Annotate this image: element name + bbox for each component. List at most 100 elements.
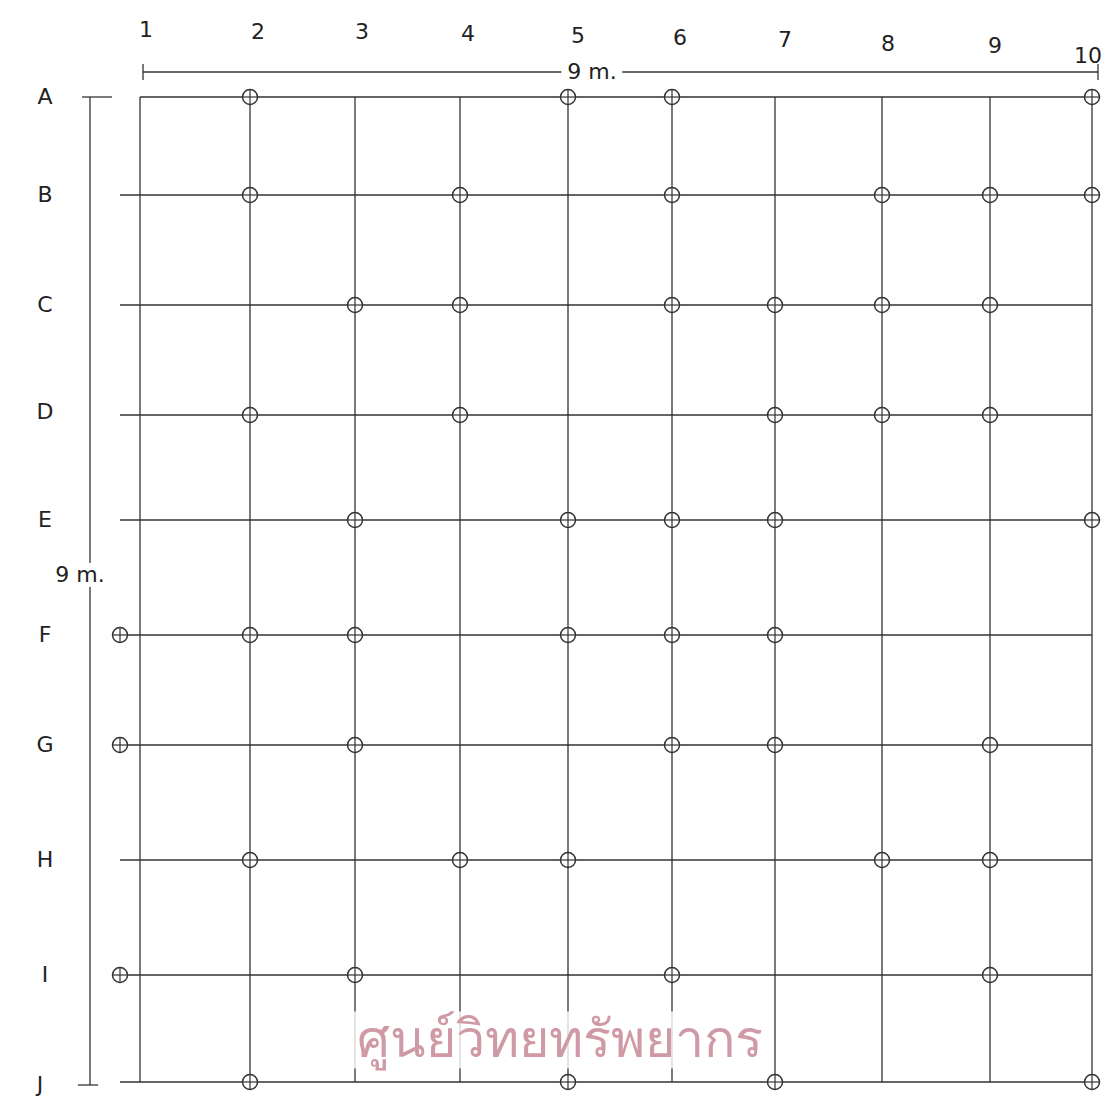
tree-marker xyxy=(983,853,998,868)
tree-marker xyxy=(453,408,468,423)
tree-marker xyxy=(243,853,258,868)
tree-marker xyxy=(875,188,890,203)
tree-marker xyxy=(561,853,576,868)
tree-marker xyxy=(665,188,680,203)
tree-marker xyxy=(561,513,576,528)
row-letter: J xyxy=(37,1073,44,1097)
tree-marker xyxy=(348,628,363,643)
tree-marker xyxy=(1085,513,1100,528)
tree-marker xyxy=(875,853,890,868)
grid-line xyxy=(774,97,775,1082)
tree-marker xyxy=(348,513,363,528)
grid-line xyxy=(120,634,1092,635)
grid-line xyxy=(459,97,460,1082)
tree-marker xyxy=(665,513,680,528)
tree-marker xyxy=(983,408,998,423)
row-letter: H xyxy=(37,848,54,872)
tree-marker xyxy=(665,738,680,753)
row-letter: A xyxy=(37,85,52,109)
grid-line xyxy=(120,194,1092,195)
tree-marker xyxy=(243,1075,258,1090)
tree-marker xyxy=(983,968,998,983)
tree-marker xyxy=(243,90,258,105)
row-letter: I xyxy=(42,963,49,987)
tree-marker xyxy=(983,188,998,203)
tree-marker xyxy=(243,188,258,203)
tree-marker xyxy=(453,298,468,313)
column-number: 3 xyxy=(355,20,369,44)
dimension-label: 9 m. xyxy=(49,563,110,587)
row-letter: B xyxy=(37,183,52,207)
tree-marker xyxy=(243,628,258,643)
tree-marker xyxy=(983,738,998,753)
tree-marker xyxy=(768,1075,783,1090)
tree-marker xyxy=(1085,90,1100,105)
column-number: 7 xyxy=(778,28,792,52)
tree-marker xyxy=(113,968,128,983)
tree-marker xyxy=(113,628,128,643)
grid-line xyxy=(120,859,1092,860)
tree-marker xyxy=(348,738,363,753)
grid-line xyxy=(567,97,568,1082)
row-letter: F xyxy=(39,623,52,647)
tree-marker xyxy=(561,1075,576,1090)
tree-marker xyxy=(665,298,680,313)
tree-marker xyxy=(768,738,783,753)
tree-marker xyxy=(1085,188,1100,203)
dimension-line xyxy=(142,64,143,80)
grid-line xyxy=(120,974,1092,975)
column-number: 9 xyxy=(988,34,1002,58)
dimension-label: 9 m. xyxy=(561,60,622,84)
grid-line xyxy=(120,1081,1092,1082)
tree-marker xyxy=(768,298,783,313)
tree-markers xyxy=(113,90,1100,1090)
tree-marker xyxy=(348,968,363,983)
row-letter: G xyxy=(36,733,53,757)
tree-marker xyxy=(453,853,468,868)
dimension-line xyxy=(78,1084,98,1085)
column-number: 6 xyxy=(673,26,687,50)
grid-line xyxy=(249,97,250,1082)
grid-line xyxy=(671,97,672,1082)
tree-marker xyxy=(453,188,468,203)
tree-marker xyxy=(561,90,576,105)
tree-marker xyxy=(768,513,783,528)
tree-marker xyxy=(665,968,680,983)
tree-marker xyxy=(983,298,998,313)
dimension-line xyxy=(89,97,90,1085)
dimension-line xyxy=(82,96,112,97)
column-number: 1 xyxy=(139,18,153,42)
tree-marker xyxy=(665,90,680,105)
column-number: 8 xyxy=(881,32,895,56)
row-letter: C xyxy=(37,293,52,317)
tree-marker xyxy=(348,298,363,313)
tree-marker xyxy=(561,628,576,643)
tree-marker xyxy=(875,408,890,423)
column-number: 4 xyxy=(461,22,475,46)
grid-line xyxy=(120,519,1092,520)
column-number: 10 xyxy=(1074,44,1102,68)
watermark: ศูนย์วิทยทรัพยากร xyxy=(353,1011,767,1068)
grid-line xyxy=(120,304,1092,305)
tree-marker xyxy=(665,628,680,643)
column-number: 5 xyxy=(571,24,585,48)
tree-marker xyxy=(113,738,128,753)
grid-line xyxy=(120,744,1092,745)
column-number: 2 xyxy=(251,20,265,44)
row-letter: E xyxy=(38,508,52,532)
grid-line xyxy=(354,97,355,1082)
grid-line xyxy=(881,97,882,1082)
grid-line xyxy=(139,97,140,1082)
tree-marker xyxy=(768,408,783,423)
dimension-lines xyxy=(78,64,1098,1085)
tree-marker xyxy=(768,628,783,643)
tree-marker xyxy=(875,298,890,313)
grid-line xyxy=(989,97,990,1082)
grid-lines xyxy=(120,97,1092,1082)
grid-line xyxy=(1091,97,1092,1082)
tree-marker xyxy=(243,408,258,423)
row-letter: D xyxy=(37,400,54,424)
grid-line xyxy=(140,96,1092,97)
grid-line xyxy=(120,414,1092,415)
